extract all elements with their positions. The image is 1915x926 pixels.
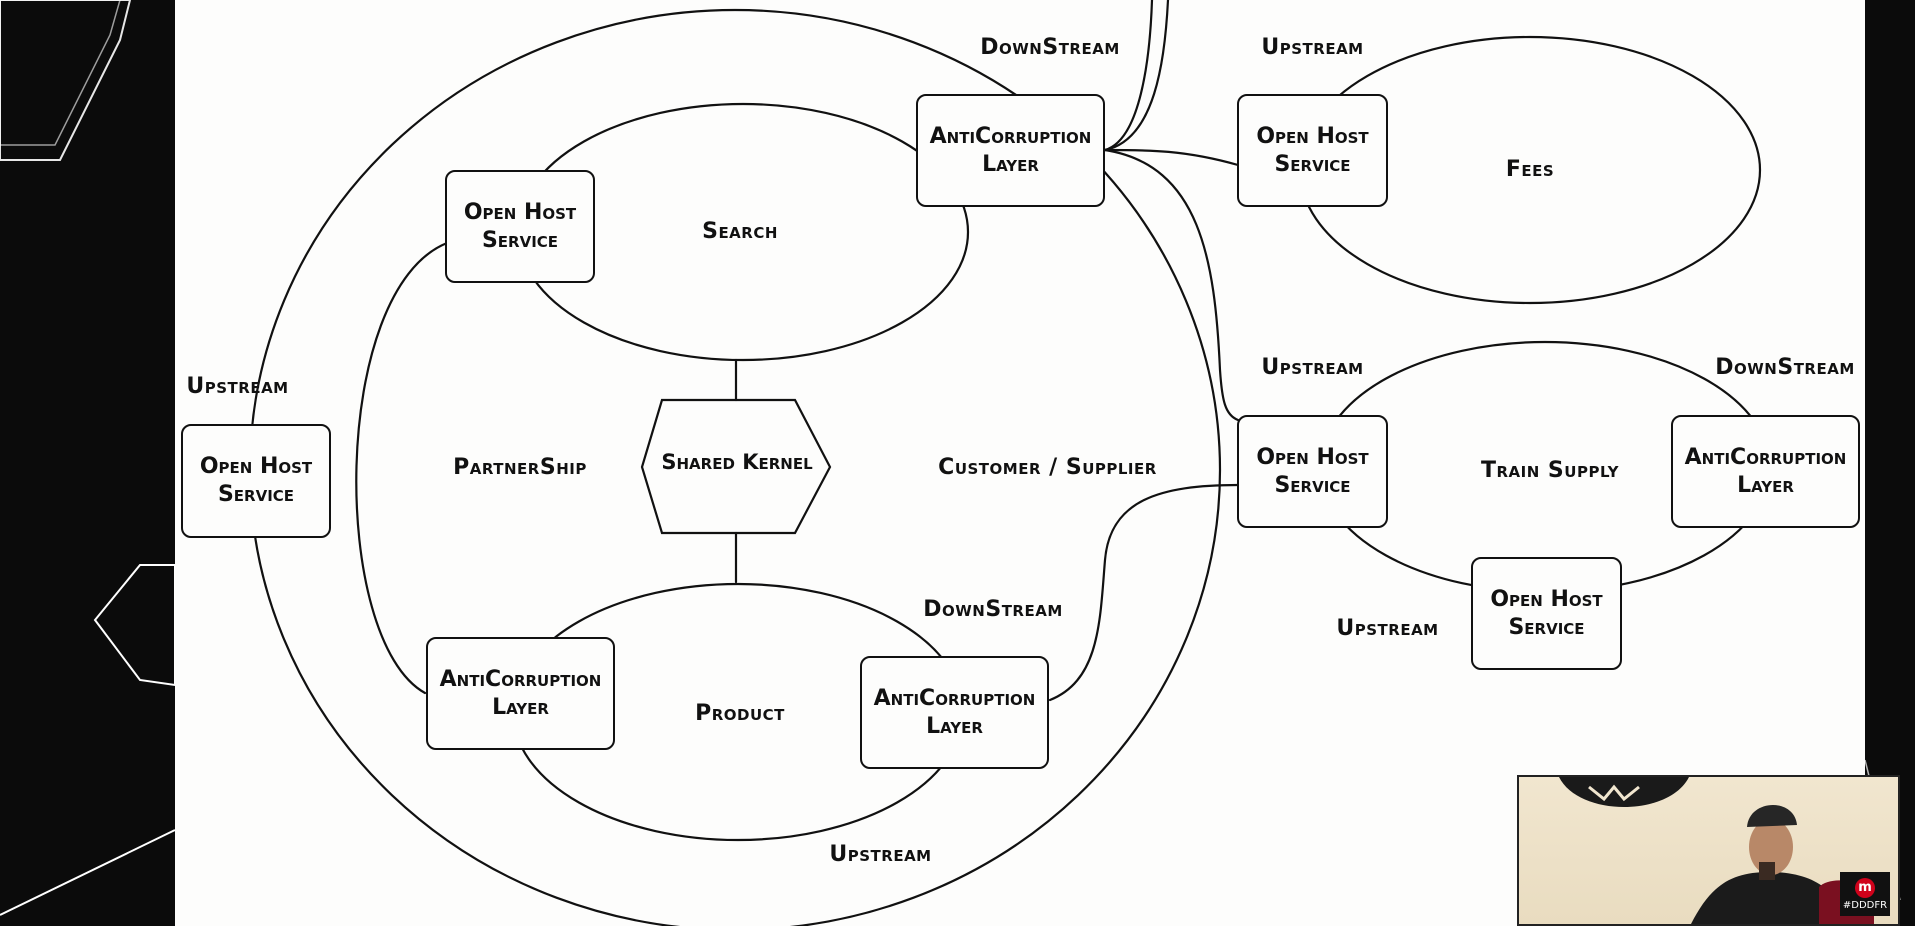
box-line: AntiCorruption bbox=[439, 666, 602, 692]
box-line: Service bbox=[217, 482, 295, 507]
box-line: AntiCorruption bbox=[1684, 444, 1847, 470]
context-product-label: Product bbox=[695, 701, 785, 726]
customer-supplier-link bbox=[1048, 483, 1240, 702]
upstream-train-bottom-label: Upstream bbox=[1336, 616, 1439, 641]
box-line: Open Host bbox=[199, 454, 313, 479]
box-line: Open Host bbox=[463, 199, 577, 225]
context-train-supply-label: Train Supply bbox=[1480, 458, 1620, 483]
context-fees-label: Fees bbox=[1505, 157, 1555, 182]
event-badge: m #DDDFR bbox=[1840, 872, 1890, 916]
downstream-product-label: DownStream bbox=[923, 597, 1063, 622]
box-line: Layer bbox=[492, 694, 549, 720]
meetup-logo-icon: m bbox=[1855, 878, 1875, 898]
speaker-figure bbox=[1559, 777, 1874, 924]
event-hashtag: #DDDFR bbox=[1842, 900, 1888, 911]
upstream-left-label: Upstream bbox=[186, 374, 289, 399]
partnership-label: PartnerShip bbox=[453, 455, 587, 480]
box-line: Service bbox=[1508, 614, 1585, 640]
box-line: Layer bbox=[982, 151, 1039, 177]
box-line: AntiCorruption bbox=[873, 685, 1036, 711]
downstream-train-label: DownStream bbox=[1715, 355, 1855, 380]
context-search-label: Search bbox=[702, 219, 778, 244]
box-line: Service bbox=[1274, 151, 1351, 177]
box-line: Open Host bbox=[1256, 444, 1369, 470]
customer-supplier-label: Customer / Supplier bbox=[938, 455, 1157, 480]
upstream-bottom-label: Upstream bbox=[829, 842, 932, 867]
downstream-top-label: DownStream bbox=[980, 35, 1120, 60]
box-line: Open Host bbox=[1256, 123, 1369, 149]
box-line: Layer bbox=[1737, 472, 1794, 498]
box-line: Service bbox=[1274, 472, 1351, 498]
webcam-inset: m #DDDFR bbox=[1517, 775, 1900, 926]
shared-kernel-hexagon bbox=[640, 398, 832, 535]
box-line: Layer bbox=[926, 713, 983, 739]
upstream-train-label: Upstream bbox=[1261, 355, 1364, 380]
box-line: AntiCorruption bbox=[929, 123, 1092, 149]
upstream-fees-label: Upstream bbox=[1261, 35, 1364, 60]
partnership-link bbox=[355, 241, 449, 695]
box-line: Open Host bbox=[1490, 586, 1603, 612]
shared-kernel-label: Shared Kernel bbox=[661, 450, 813, 474]
box-line: Service bbox=[481, 227, 559, 253]
